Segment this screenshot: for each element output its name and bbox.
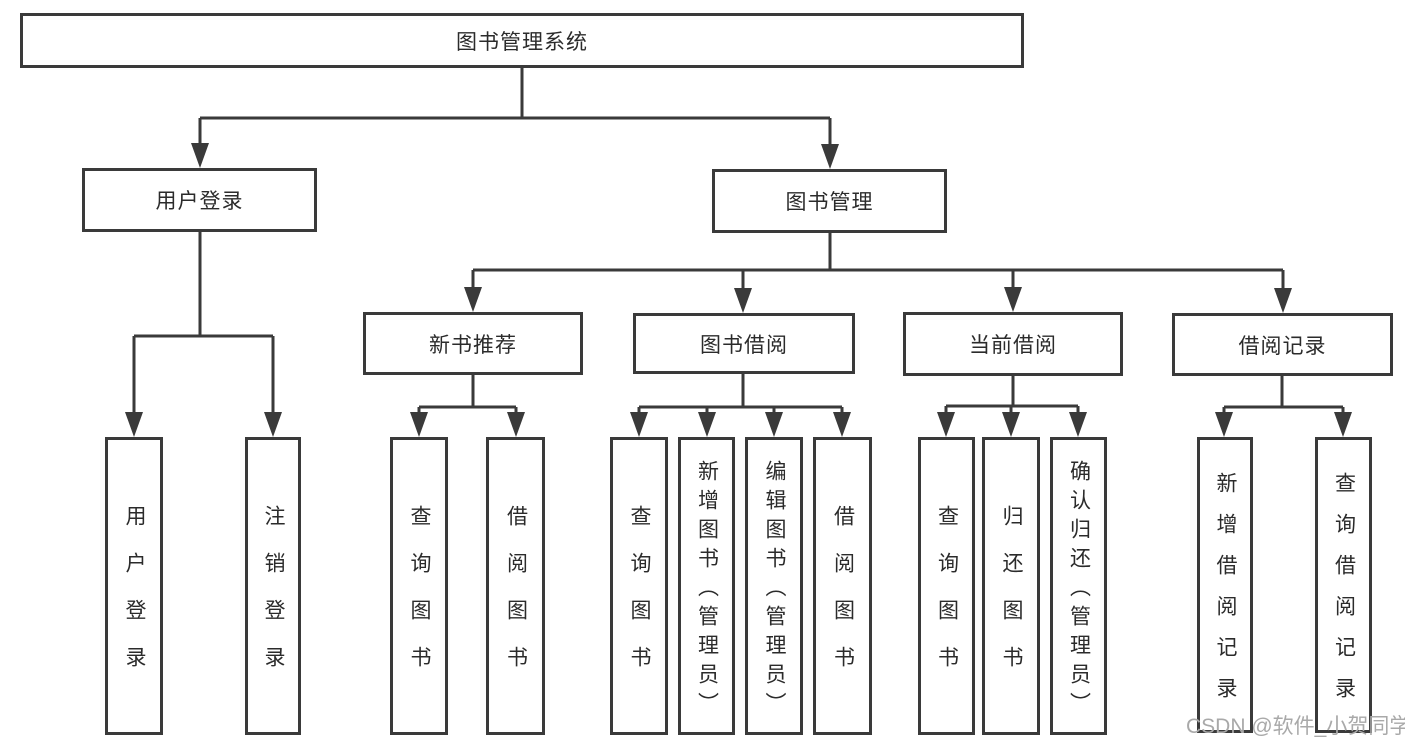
node-query-books-recommend: 查询图书 <box>390 437 448 735</box>
node-query-books-borrow: 查询图书 <box>610 437 668 735</box>
node-label: 查询图书 <box>628 505 651 693</box>
node-new-book-recommend: 新书推荐 <box>363 312 583 375</box>
node-confirm-return-admin: 确认归还（管理员） <box>1050 437 1107 735</box>
node-label: 编辑图书（管理员） <box>763 459 786 721</box>
node-label: 查询图书 <box>935 505 959 693</box>
node-book-management: 图书管理 <box>712 169 947 233</box>
csdn-watermark: CSDN @软件_小贺同学 <box>1186 715 1405 738</box>
node-borrow-records: 借阅记录 <box>1172 313 1393 376</box>
node-logout: 注销登录 <box>245 437 301 735</box>
node-return-books: 归还图书 <box>982 437 1040 735</box>
node-borrow-books-recommend: 借阅图书 <box>486 437 545 735</box>
node-user-login: 用户登录 <box>105 437 163 735</box>
node-label: 借阅图书 <box>504 505 528 693</box>
node-label: 归还图书 <box>1000 505 1023 693</box>
node-label: 用户登录 <box>123 505 146 693</box>
node-label: 用户登录 <box>155 190 244 213</box>
node-label: 图书管理 <box>785 191 874 214</box>
node-root: 图书管理系统 <box>20 13 1024 68</box>
node-label: 图书管理系统 <box>456 30 588 54</box>
node-label: 当前借阅 <box>969 334 1057 357</box>
node-book-borrow: 图书借阅 <box>633 313 855 374</box>
node-label: 新增借阅记录 <box>1214 472 1237 718</box>
node-current-borrow: 当前借阅 <box>903 312 1123 376</box>
node-label: 查询借阅记录 <box>1332 472 1356 718</box>
node-label: 借阅记录 <box>1238 334 1327 358</box>
node-label: 确认归还（管理员） <box>1067 459 1091 721</box>
node-edit-book-admin: 编辑图书（管理员） <box>745 437 803 735</box>
node-user-login-branch: 用户登录 <box>82 168 317 232</box>
node-label: 注销登录 <box>262 505 285 693</box>
node-add-borrow-record: 新增借阅记录 <box>1197 437 1253 733</box>
node-label: 新书推荐 <box>429 333 517 357</box>
node-query-borrow-record: 查询借阅记录 <box>1315 437 1372 733</box>
node-query-books-current: 查询图书 <box>918 437 975 735</box>
node-label: 图书借阅 <box>700 333 788 357</box>
node-label: 借阅图书 <box>831 505 855 693</box>
node-label: 查询图书 <box>408 505 431 693</box>
node-borrow-books: 借阅图书 <box>813 437 872 735</box>
node-add-book-admin: 新增图书（管理员） <box>678 437 735 735</box>
node-label: 新增图书（管理员） <box>695 459 719 721</box>
